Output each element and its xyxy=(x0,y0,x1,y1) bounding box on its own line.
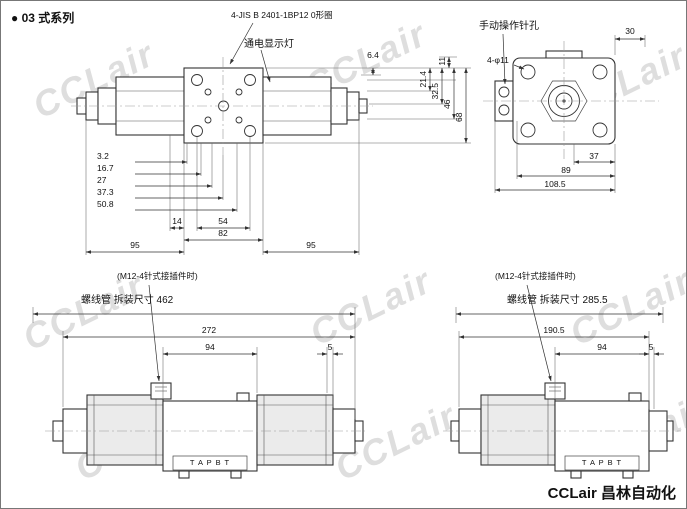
dim-5-left-view: 5 xyxy=(327,342,333,352)
dim-16-7: 16.7 xyxy=(97,163,114,173)
dim-37-3: 37.3 xyxy=(97,187,114,197)
solenoid-removal-dim-left: 螺线管 拆装尺寸 462 xyxy=(81,295,174,306)
dim-89: 89 xyxy=(561,165,571,175)
dim-5-right-view: 5 xyxy=(648,342,654,352)
m12-connector-callout-right: (M12-4针式接插件时) xyxy=(495,271,576,281)
dim-95-right: 95 xyxy=(306,240,316,250)
dim-27: 27 xyxy=(97,175,107,185)
dim-94-right-view: 94 xyxy=(597,342,607,352)
m12-connector-callout-left: (M12-4针式接插件时) xyxy=(117,271,198,281)
top-left-plan-view xyxy=(71,22,471,255)
dim-54: 54 xyxy=(218,216,228,226)
solenoid-removal-dim-right: 螺线管 拆装尺寸 285.5 xyxy=(507,295,608,306)
dim-82: 82 xyxy=(218,228,228,238)
dim-108-5: 108.5 xyxy=(544,179,566,189)
dim-21-4: 21.4 xyxy=(417,70,428,88)
dim-95-left: 95 xyxy=(130,240,140,250)
brand-footer: CCLair 昌林自动化 xyxy=(547,485,676,502)
dim-46: 46 xyxy=(441,99,452,109)
series-title: ● 03 式系列 xyxy=(11,11,75,25)
indicator-light-callout: 通电显示灯 xyxy=(244,39,294,50)
bottom-right-front-view xyxy=(443,284,681,479)
dim-32-5: 32.5 xyxy=(429,82,440,100)
dim-37: 37 xyxy=(589,151,599,161)
oring-callout: 4-JIS B 2401-1BP12 0形圈 xyxy=(231,10,333,20)
manual-pinhole-callout: 手动操作针孔 xyxy=(479,21,539,32)
dim-30: 30 xyxy=(625,26,635,36)
dim-6-4: 6.4 xyxy=(367,50,379,60)
port-labels-right-view: T A P B T xyxy=(581,458,623,467)
dim-272: 272 xyxy=(201,325,217,335)
port-labels-left-view: T A P B T xyxy=(189,458,231,467)
dim-94-left-view: 94 xyxy=(205,342,215,352)
dim-190-5: 190.5 xyxy=(543,325,565,335)
holes-4-phi11-callout: 4-φ11 xyxy=(487,55,509,65)
dim-14: 14 xyxy=(172,216,182,226)
top-right-end-view xyxy=(483,33,659,193)
dim-11: 11 xyxy=(436,56,447,66)
dim-68: 68 xyxy=(453,112,464,122)
bottom-left-front-view xyxy=(32,284,365,479)
dim-3-2: 3.2 xyxy=(97,151,109,161)
dim-50-8: 50.8 xyxy=(97,199,114,209)
